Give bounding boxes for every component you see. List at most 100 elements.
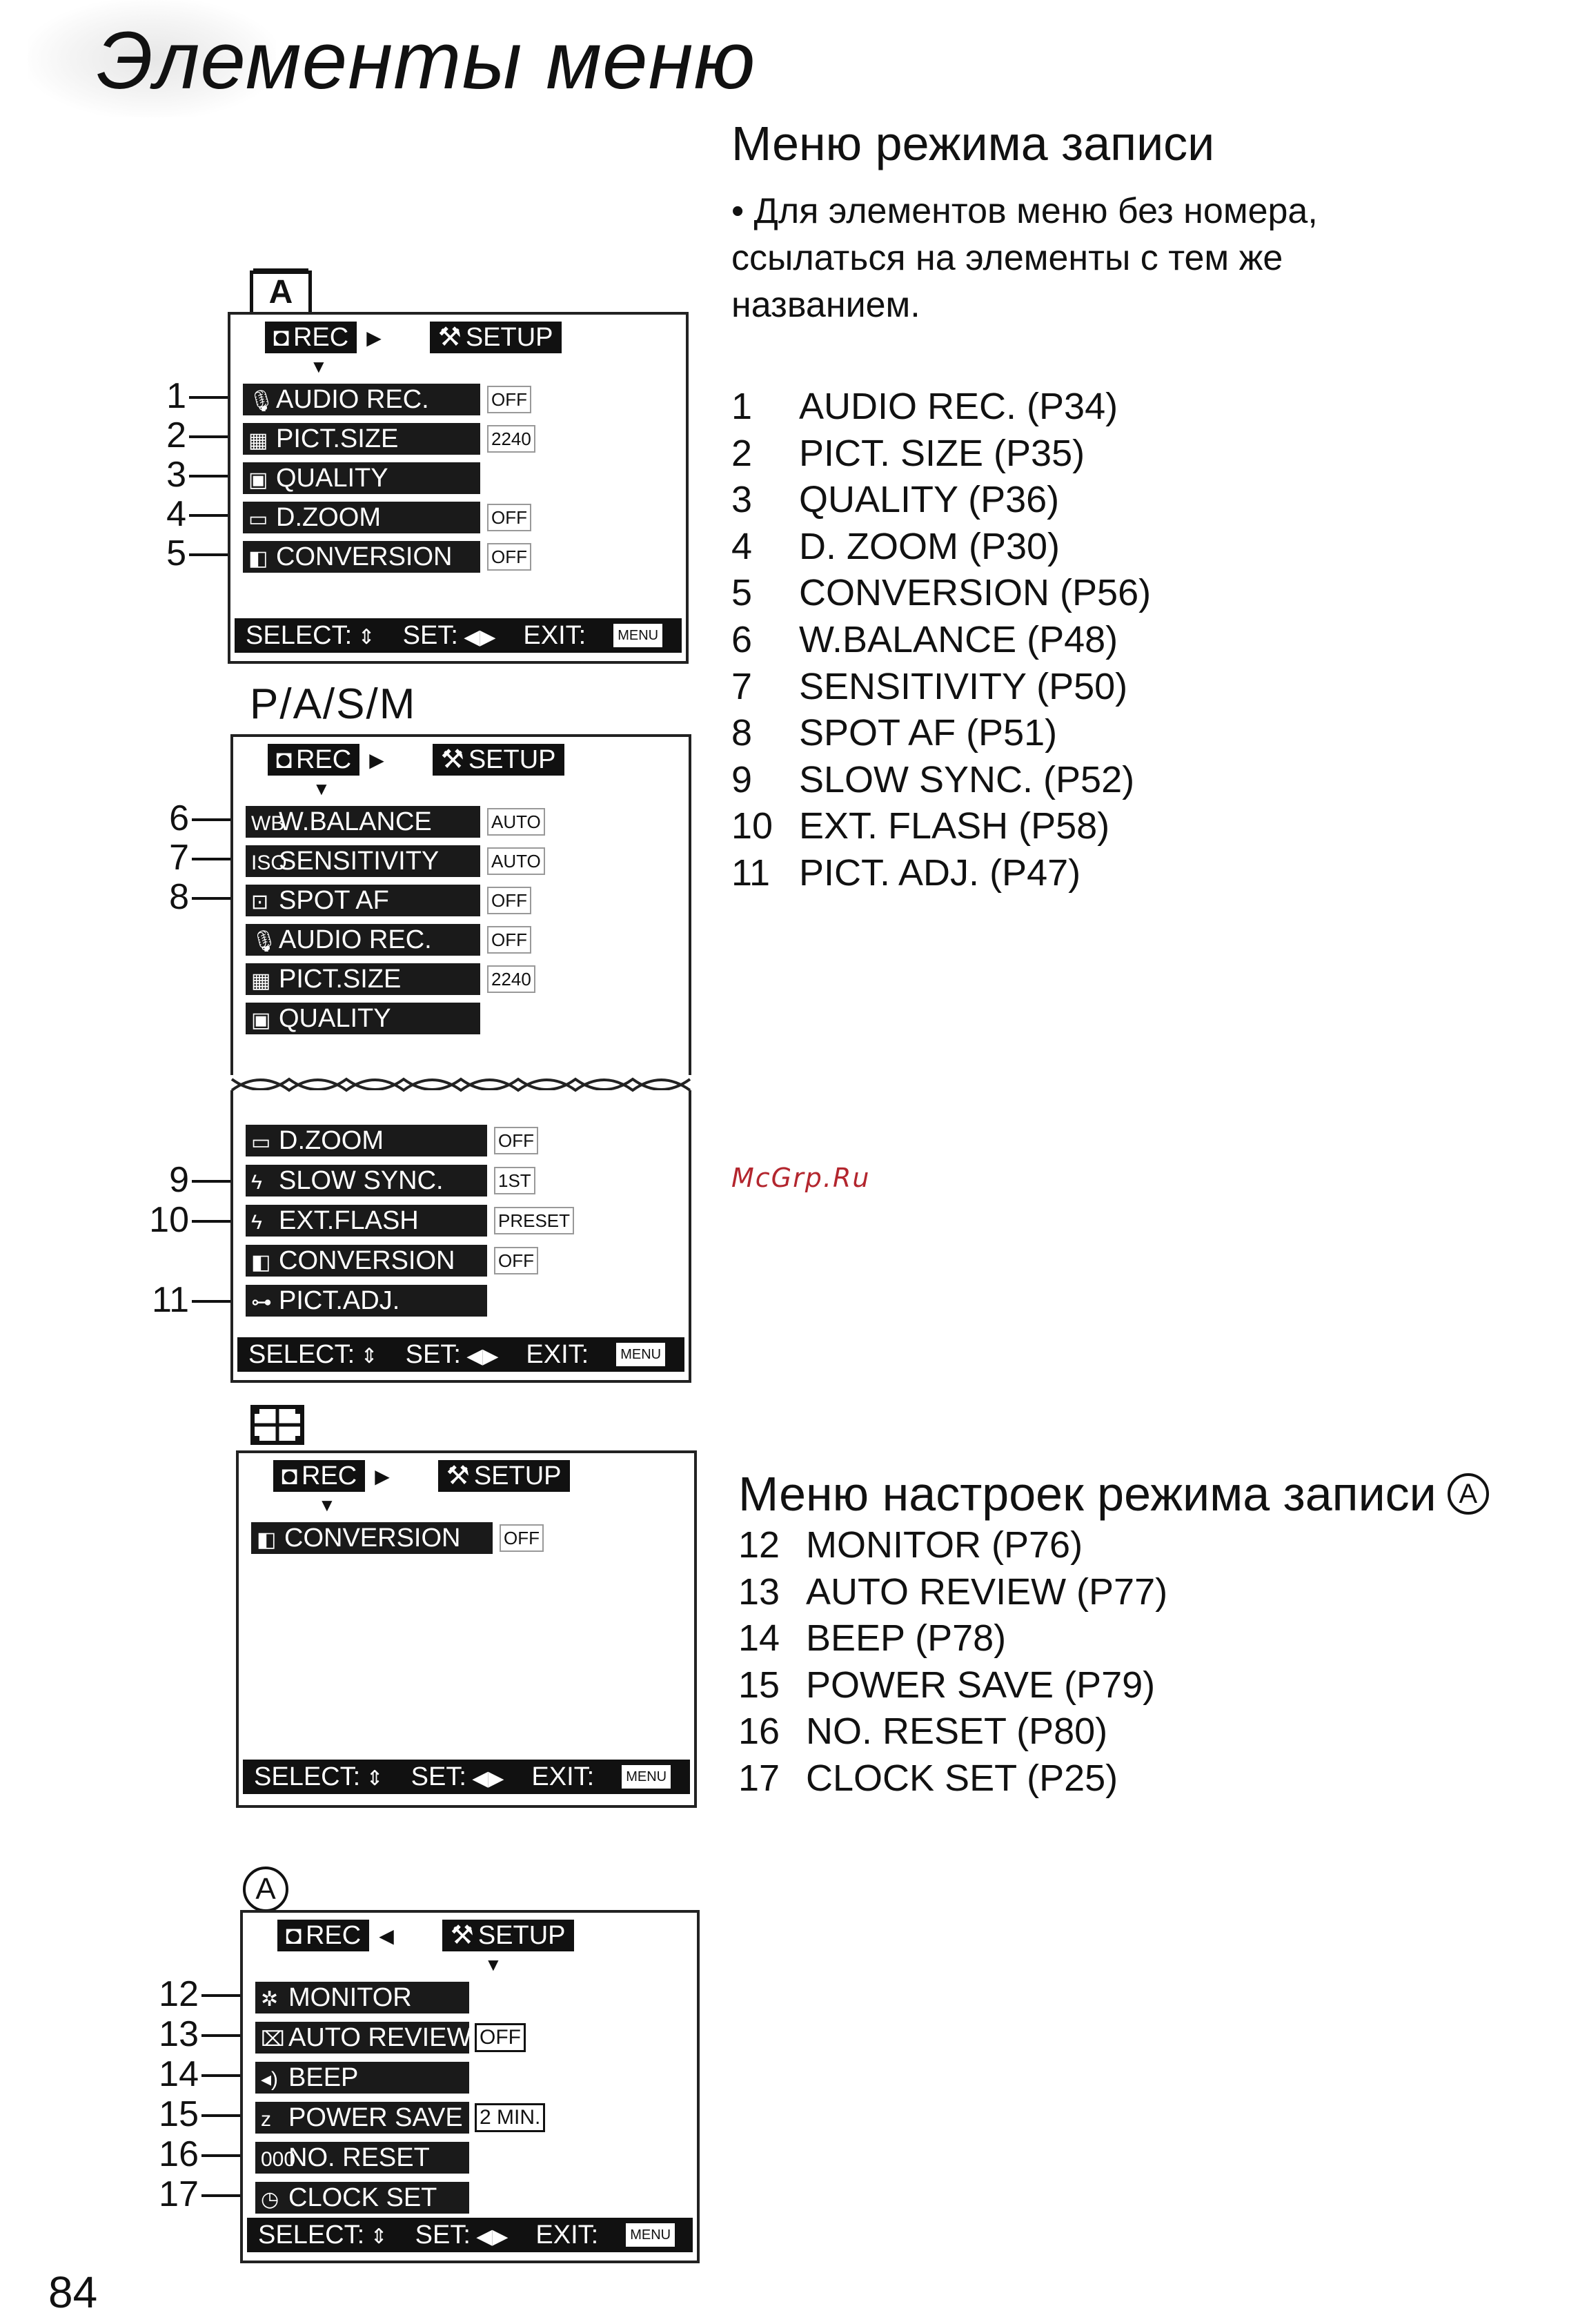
- set-hint: SET: ◀▶: [403, 618, 496, 653]
- menu-row-value: OFF: [494, 1127, 538, 1154]
- menu-tab-bar: ◘REC ▶ ⚒SETUP: [268, 744, 564, 776]
- page-title: Элементы меню: [97, 15, 756, 106]
- callout-line: [201, 2154, 257, 2157]
- exit-hint-label: EXIT:: [535, 2220, 599, 2249]
- menu-row-label-box: ◧CONVERSION: [246, 1245, 487, 1277]
- list-item-text: SPOT AF (P51): [799, 712, 1058, 754]
- set-hint-label: SET:: [405, 1340, 461, 1369]
- menu-row-value: PRESET: [494, 1207, 575, 1234]
- menu-row-beep[interactable]: ◂)BEEP: [255, 2062, 469, 2094]
- menu-row-audio-rec[interactable]: 🎙AUDIO REC.OFF: [243, 384, 531, 415]
- exit-hint-label: EXIT:: [526, 1340, 589, 1369]
- menu-row-label-box: ⊶PICT.ADJ.: [246, 1285, 487, 1317]
- menu-row-label: MONITOR: [288, 1983, 412, 2012]
- tab-rec[interactable]: ◘REC: [265, 322, 357, 353]
- list-item-text: AUTO REVIEW (P77): [806, 1570, 1168, 1613]
- menu-row-value: OFF: [487, 504, 531, 531]
- callout-number: 2: [166, 415, 186, 455]
- set-hint-label: SET:: [411, 1762, 466, 1791]
- select-hint: SELECT: ⇕: [248, 1337, 378, 1372]
- callout-number: 13: [159, 2014, 199, 2054]
- tab-rec[interactable]: ◘REC: [277, 1920, 370, 1951]
- tab-setup[interactable]: ⚒SETUP: [432, 744, 564, 776]
- clock-icon: ◷: [261, 2188, 279, 2211]
- menu-row-label: AUDIO REC.: [276, 385, 429, 414]
- menu-row-clock-set[interactable]: ◷ CLOCK SET: [255, 2182, 469, 2214]
- menu-row-value: 2240: [487, 965, 535, 993]
- tab-setup[interactable]: ⚒SETUP: [442, 1920, 574, 1951]
- menu-row-label: NO. RESET: [288, 2143, 430, 2172]
- menu-row-label-box: WBW.BALANCE: [246, 806, 480, 838]
- menu-row-label: SLOW SYNC.: [279, 1166, 444, 1195]
- tab-rec[interactable]: ◘REC: [273, 1460, 366, 1492]
- menu-row-d-zoom[interactable]: ▭D.ZOOM OFF: [246, 1125, 538, 1156]
- callout-line: [192, 1300, 247, 1303]
- callout-number: 7: [169, 838, 189, 878]
- list-item-number: 10: [731, 805, 773, 847]
- camera-icon: ◘: [282, 1461, 297, 1490]
- menu-status-bar: SELECT: ⇕SET: ◀▶EXIT:MENU: [237, 1337, 684, 1372]
- menu-row-label-box: ▭D.ZOOM: [246, 1125, 487, 1156]
- callout-line: [201, 2194, 257, 2197]
- up-down-arrow-icon: ⇕: [364, 2225, 388, 2248]
- tab-rec[interactable]: ◘REC: [268, 744, 360, 776]
- up-down-arrow-icon: ⇕: [360, 1767, 384, 1790]
- menu-row-label: POWER SAVE: [288, 2103, 463, 2132]
- list-item-text: CLOCK SET (P25): [806, 1757, 1118, 1799]
- menu-row-label-box: ⌧AUTO REVIEW: [255, 2022, 469, 2054]
- wrench-icon: ⚒: [437, 323, 462, 352]
- menu-row-audio-rec[interactable]: 🎙AUDIO REC.OFF: [246, 924, 531, 956]
- callout-number: 6: [169, 798, 189, 838]
- menu-row-label: W.BALANCE: [279, 807, 432, 836]
- tab-setup[interactable]: ⚒SETUP: [429, 322, 562, 353]
- menu-row-label: EXT.FLASH: [279, 1206, 419, 1235]
- no-reset-icon: 000: [261, 2148, 296, 2171]
- menu-row-no-reset[interactable]: 000NO. RESET: [255, 2142, 469, 2174]
- left-right-arrow-icon: ◀▶: [460, 1345, 499, 1368]
- menu-row-label-box: ◂)BEEP: [255, 2062, 469, 2094]
- list-item-text: EXT. FLASH (P58): [799, 805, 1110, 847]
- list-item-text: NO. RESET (P80): [806, 1711, 1108, 1753]
- menu-row-label-box: ISOSENSITIVITY: [246, 845, 480, 877]
- menu-row-monitor[interactable]: ✲MONITOR: [255, 1982, 469, 2013]
- menu-row-pict-adj[interactable]: ⊶PICT.ADJ.: [246, 1285, 487, 1317]
- list-item-number: 12: [738, 1524, 780, 1566]
- menu-row-label: PICT.SIZE: [279, 965, 402, 994]
- menu-row-label: CLOCK SET: [288, 2183, 437, 2212]
- cursor-marker-icon: ▼: [313, 778, 330, 799]
- callout-number: 4: [166, 494, 186, 534]
- menu-row-label: PICT.SIZE: [276, 424, 399, 453]
- watermark: McGrp.Ru: [731, 1163, 871, 1193]
- tab-setup[interactable]: ⚒SETUP: [437, 1460, 570, 1492]
- list-item: 10 EXT. FLASH (P58): [731, 803, 1151, 850]
- arrow-right-icon: ▶: [369, 749, 384, 771]
- menu-row-value: OFF: [487, 926, 531, 954]
- quality-icon: ▣: [251, 1009, 271, 1032]
- menu-row-label-box: ◷ CLOCK SET: [255, 2182, 469, 2214]
- menu-row-quality[interactable]: ▣QUALITY: [243, 462, 480, 494]
- menu-row-value: 2240: [487, 425, 535, 453]
- menu-row-quality[interactable]: ▣QUALITY: [246, 1003, 480, 1034]
- callout-line: [192, 818, 247, 821]
- select-hint-label: SELECT:: [254, 1762, 361, 1791]
